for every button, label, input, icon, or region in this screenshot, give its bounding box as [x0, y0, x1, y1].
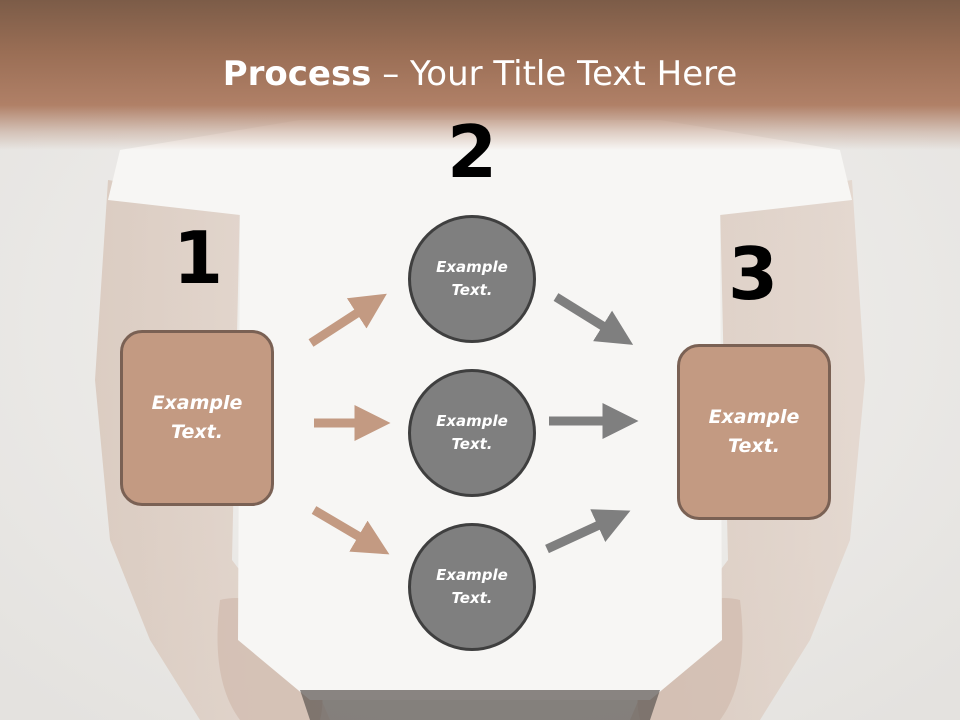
input-box-text: Example Text.: [151, 392, 243, 443]
arrow-from-bottom-circle: [545, 509, 631, 554]
process-circle-top-text: Example Text.: [436, 258, 508, 299]
process-circle-middle-text: Example Text.: [436, 412, 508, 453]
process-circle-top: Example Text.: [408, 215, 536, 343]
output-box: Example Text.: [677, 344, 831, 520]
output-box-text: Example Text.: [708, 406, 800, 457]
step-number-1: 1: [172, 216, 224, 300]
process-circle-bottom: Example Text.: [408, 523, 536, 651]
title-bold: Process: [222, 54, 372, 94]
arrow-to-top-circle: [308, 293, 387, 347]
input-box: Example Text.: [120, 330, 274, 506]
step-number-2: 2: [446, 110, 498, 194]
process-circle-middle: Example Text.: [408, 369, 536, 497]
arrow-to-bottom-circle: [311, 506, 390, 555]
step-number-3: 3: [727, 232, 779, 316]
arrow-from-top-circle: [553, 293, 634, 345]
process-circle-bottom-text: Example Text.: [436, 566, 508, 607]
title-banner: [0, 0, 960, 150]
slide-title: Process – Your Title Text Here: [0, 52, 960, 96]
title-rest: – Your Title Text Here: [371, 54, 738, 94]
